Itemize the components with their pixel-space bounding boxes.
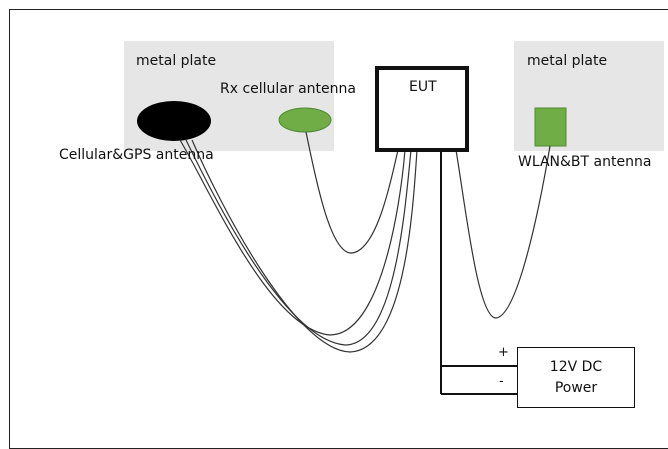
rx-cellular-antenna-label: Rx cellular antenna xyxy=(220,81,356,97)
wlan-bt-antenna-shape xyxy=(534,107,567,147)
rx-cellular-antenna-shape xyxy=(278,107,332,133)
eut-label: EUT xyxy=(409,79,437,95)
metal-plate-right-label: metal plate xyxy=(527,53,608,69)
cable-wlan-bt xyxy=(455,145,551,319)
rf-cables xyxy=(179,131,551,353)
power-supply-line1: 12V DC xyxy=(549,358,603,375)
test-setup-diagram: metal plate metal plate Rx cellular ante… xyxy=(9,9,668,449)
cable-cellular-gps-3 xyxy=(191,139,418,353)
power-wires xyxy=(440,150,517,395)
wlan-bt-antenna-label: WLAN&BT antenna xyxy=(518,154,652,170)
cellular-gps-antenna-shape xyxy=(137,101,211,141)
plus-terminal-label: + xyxy=(498,345,509,360)
power-supply-line2: Power xyxy=(554,379,598,396)
metal-plate-left-label: metal plate xyxy=(136,53,217,69)
power-supply-box: 12V DC Power xyxy=(517,347,635,408)
cable-layer xyxy=(137,101,567,395)
cable-cellular-gps-2 xyxy=(185,139,412,346)
cellular-gps-antenna-label: Cellular&GPS antenna xyxy=(59,147,214,163)
eut-box xyxy=(375,66,469,152)
cable-cellular-gps-1 xyxy=(179,139,406,336)
minus-terminal-label: - xyxy=(499,374,504,389)
cable-rx-antenna xyxy=(305,131,399,254)
